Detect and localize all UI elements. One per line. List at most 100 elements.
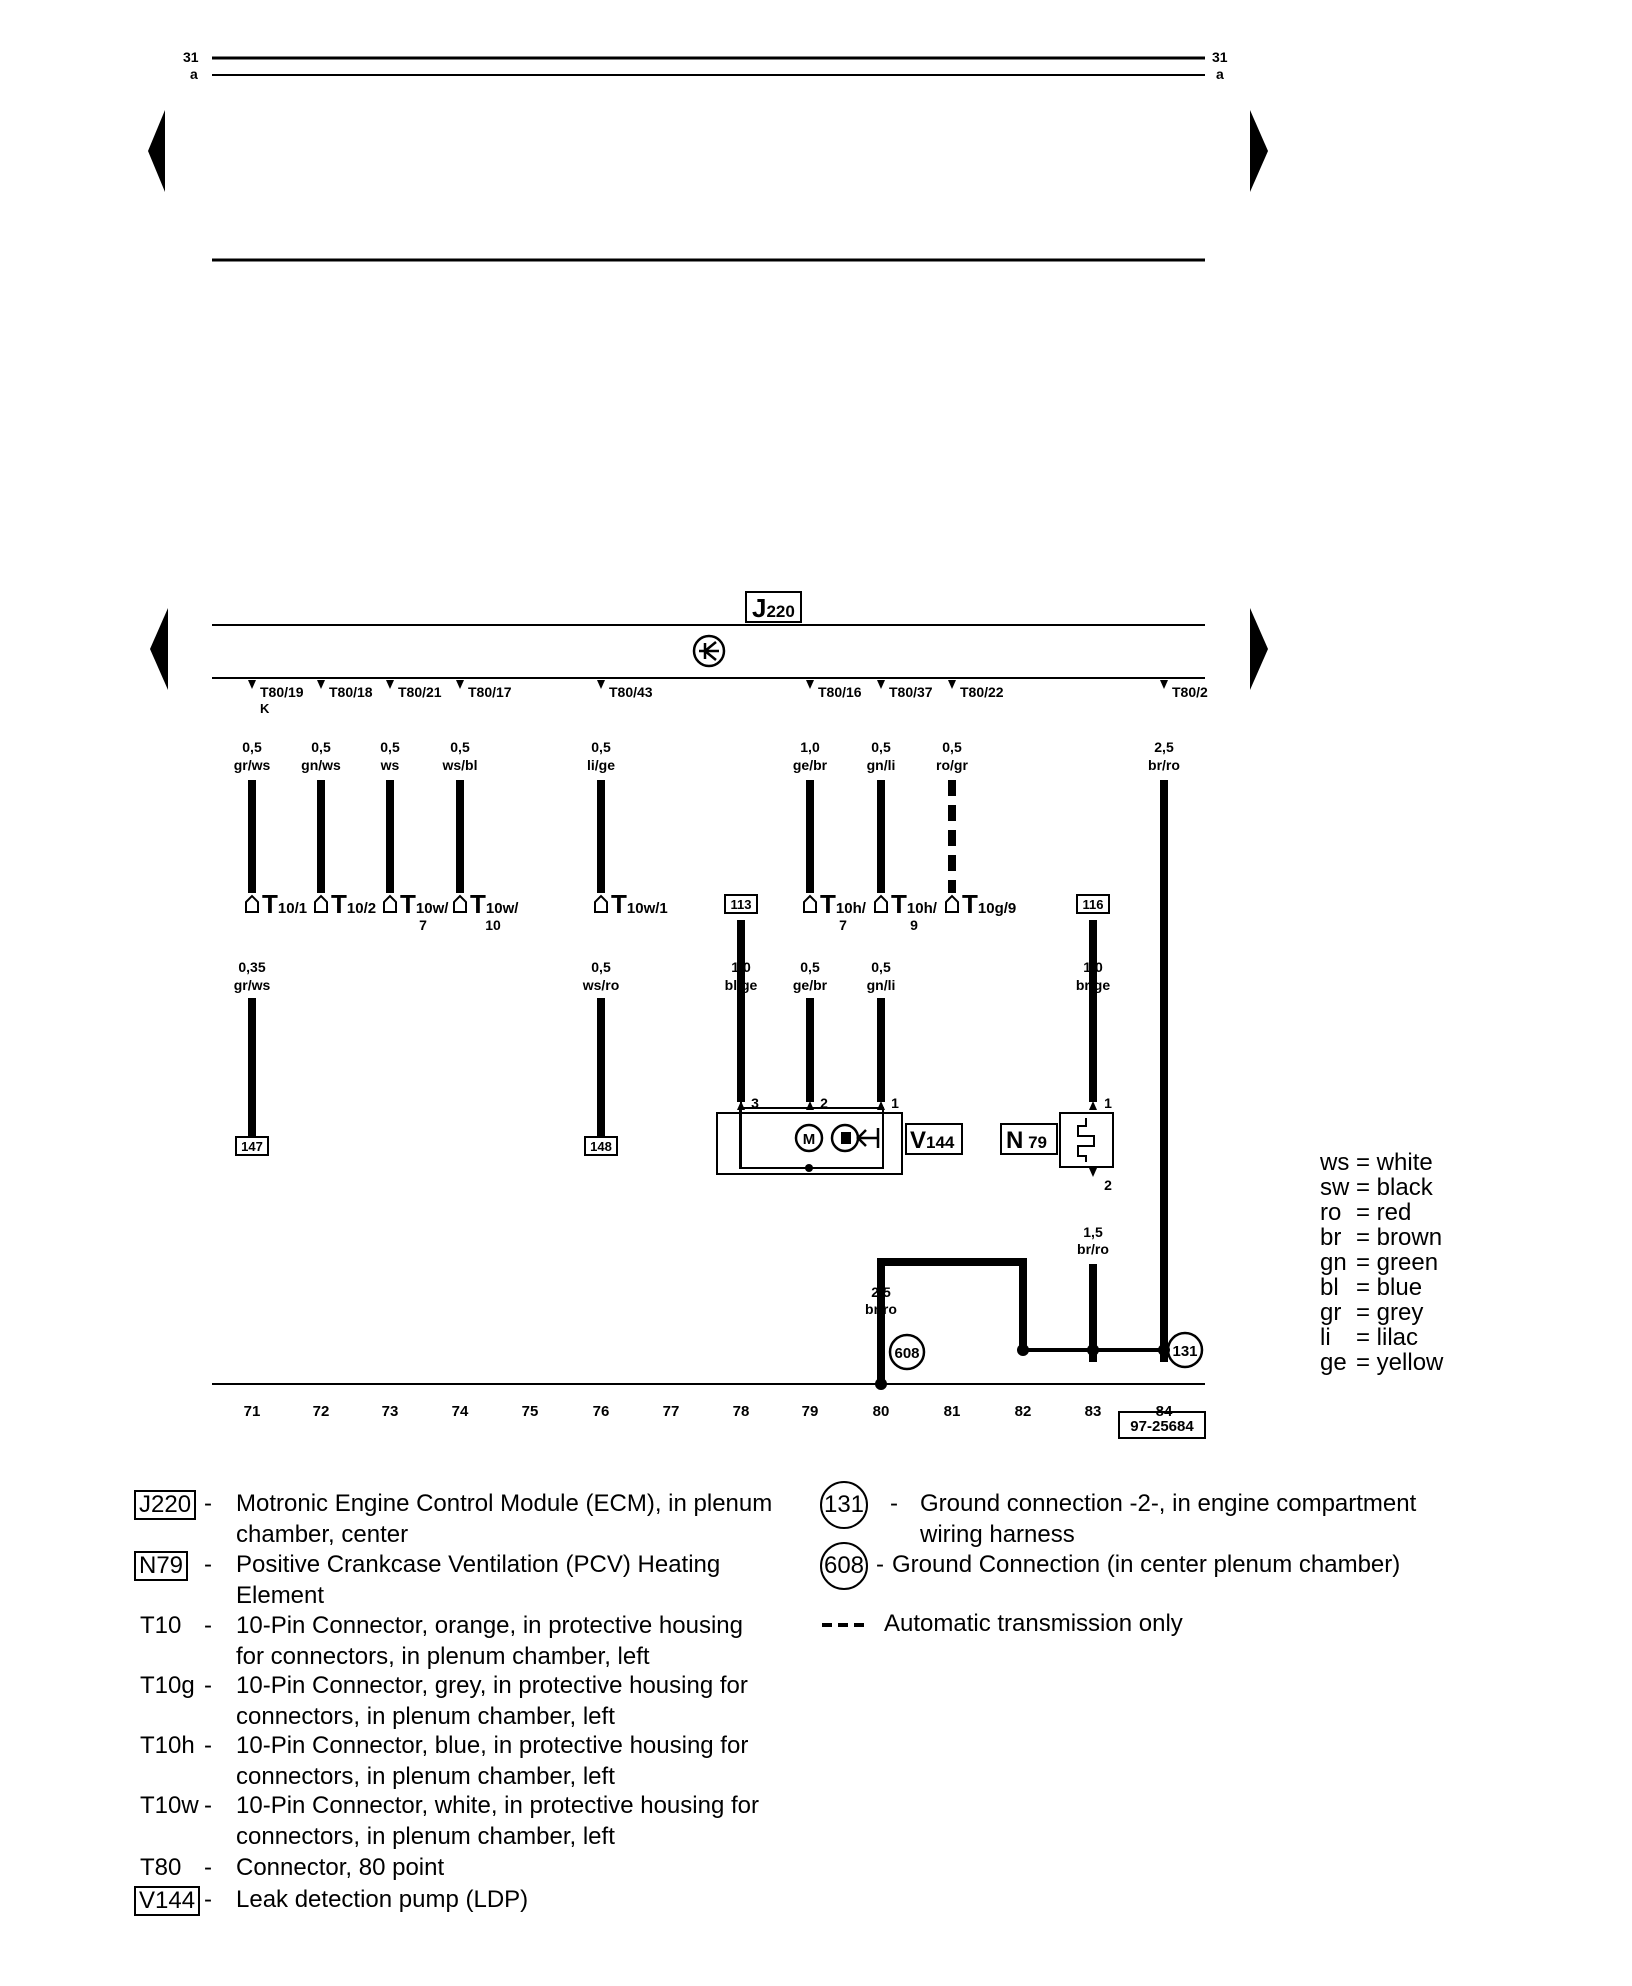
n79-pin-2: 2 xyxy=(1104,1177,1112,1193)
pin-76-connector: T10w/1 xyxy=(611,889,668,919)
legend-dash: - xyxy=(204,1551,212,1578)
pin-76-color-top: li/ge xyxy=(587,757,615,773)
connector-icon xyxy=(383,894,397,913)
column-number: 72 xyxy=(313,1403,330,1420)
pin-73-label: T80/21 xyxy=(398,684,442,700)
figure-id: 97-25684 xyxy=(1130,1418,1194,1435)
pin-81-gauge-top: 0,5 xyxy=(942,739,962,755)
pin-80-connector-sub: 9 xyxy=(910,917,918,933)
ref-113: 113 xyxy=(731,897,752,912)
ground-608-label: 608 xyxy=(894,1345,919,1362)
pin-74-gauge-top: 0,5 xyxy=(450,739,470,755)
legend-dash: - xyxy=(204,1732,212,1759)
j220-label-box xyxy=(745,591,802,623)
column-number: 81 xyxy=(944,1403,961,1420)
pin-71-connector: T10/1 xyxy=(262,889,307,919)
dashed-line-icon xyxy=(822,1623,870,1627)
prev-page-arrow xyxy=(148,110,165,192)
ground-131-label: 131 xyxy=(1172,1343,1197,1360)
n79-pin-1: 1 xyxy=(1104,1095,1112,1111)
legend-description: 10-Pin Connector, blue, in protective ho… xyxy=(236,1732,749,1790)
column-number: 71 xyxy=(244,1403,261,1420)
pin-84-gauge-top: 2,5 xyxy=(1154,739,1174,755)
color-abbr: gr xyxy=(1320,1299,1342,1326)
pin-81-color-top: ro/gr xyxy=(936,757,968,773)
pin-80-connector: T10h/ xyxy=(891,889,938,919)
legend-description: Motronic Engine Control Module (ECM), in… xyxy=(236,1490,773,1548)
n79-label: N 79 xyxy=(1006,1127,1047,1154)
n79-heater-symbol xyxy=(1077,1118,1095,1162)
color-abbr: sw xyxy=(1320,1174,1350,1201)
column-number: 78 xyxy=(733,1403,750,1420)
pin-76-label: T80/43 xyxy=(609,684,653,700)
v144-motor-label: M xyxy=(803,1131,816,1148)
color-code-row: ro= red xyxy=(1320,1200,1443,1225)
legend-dash: - xyxy=(204,1854,212,1881)
legend-dash: - xyxy=(876,1551,884,1578)
pin-71-gauge-bottom: 0,35 xyxy=(238,959,265,975)
color-name: = yellow xyxy=(1356,1349,1444,1376)
ground-legend-description: Ground connection -2-, in engine compart… xyxy=(920,1490,1417,1548)
color-abbr: br xyxy=(1320,1224,1342,1251)
figure-id-box xyxy=(1118,1411,1206,1439)
transistor-symbol xyxy=(692,634,726,668)
v144-housing xyxy=(716,1112,903,1175)
color-name: = black xyxy=(1356,1174,1433,1201)
connector-icon xyxy=(874,894,888,913)
pin-80-color-bottom: gn/li xyxy=(867,977,896,993)
ground-legend-code: 131 xyxy=(820,1481,868,1529)
pin-81-connector: T10g/9 xyxy=(962,889,1016,919)
color-code-row: ge= yellow xyxy=(1320,1350,1443,1375)
junction-dot xyxy=(875,1378,887,1390)
pin-76-ref: 148 xyxy=(590,1139,612,1154)
n79-housing xyxy=(1059,1112,1114,1168)
pin-74-connector: T10w/ xyxy=(470,889,519,919)
legend-description: Connector, 80 point xyxy=(236,1854,445,1881)
next-page-arrow xyxy=(1250,110,1268,192)
pin-76-gauge-bottom: 0,5 xyxy=(591,959,611,975)
wire-83-color: br/ge xyxy=(1076,977,1110,993)
pin-71-gauge-top: 0,5 xyxy=(242,739,262,755)
pin-76-color-bottom: ws/ro xyxy=(582,977,620,993)
ground-legend-description: Ground Connection (in center plenum cham… xyxy=(892,1551,1401,1578)
pin-71-label: T80/19 xyxy=(260,684,304,700)
pin-80-gauge-top: 0,5 xyxy=(871,739,891,755)
ground-legend-code: 608 xyxy=(820,1542,868,1590)
color-name: = grey xyxy=(1356,1299,1424,1326)
color-code-row: gn= green xyxy=(1320,1250,1443,1275)
pin-74-connector-sub: 10 xyxy=(485,917,501,933)
pin-79-gauge-bottom: 0,5 xyxy=(800,959,820,975)
ref-113-box xyxy=(724,894,758,914)
color-name: = white xyxy=(1356,1149,1433,1176)
pin-74-label: T80/17 xyxy=(468,684,512,700)
column-number: 75 xyxy=(522,1403,539,1420)
legend-code: T10g xyxy=(140,1672,195,1699)
pin-73-connector-sub: 7 xyxy=(419,917,427,933)
pin-79-color-top: ge/br xyxy=(793,757,828,773)
color-name: = blue xyxy=(1356,1274,1423,1301)
ground-wire xyxy=(877,1258,1027,1384)
legend-dash: - xyxy=(204,1612,212,1639)
legend-dash: - xyxy=(204,1672,212,1699)
v144-label: V144 xyxy=(910,1127,955,1154)
v144-pin-3: 3 xyxy=(751,1095,759,1111)
j220-label: J220 xyxy=(752,593,795,623)
pin-71-extra: K xyxy=(260,701,270,716)
pin-71-color-top: gr/ws xyxy=(234,757,271,773)
wire-83-gauge: 1,0 xyxy=(1083,959,1103,975)
connector-icon xyxy=(594,894,608,913)
prev-page-arrow-2 xyxy=(150,608,168,690)
ground-131-symbol xyxy=(1166,1331,1204,1369)
junction-dot xyxy=(1087,1344,1099,1356)
pin-84-color-top: br/ro xyxy=(1148,757,1180,773)
connector-icon xyxy=(453,894,467,913)
pin-71-color-bottom: gr/ws xyxy=(234,977,271,993)
v144-pin-2: 2 xyxy=(820,1095,828,1111)
pin-72-color-top: gn/ws xyxy=(301,757,341,773)
column-number: 80 xyxy=(873,1403,890,1420)
ground-wire-color: br/ro xyxy=(865,1301,897,1317)
color-abbr: ro xyxy=(1320,1199,1342,1226)
column-number: 82 xyxy=(1015,1403,1032,1420)
color-abbr: li xyxy=(1320,1324,1331,1351)
page-number-right: 31 xyxy=(1212,49,1228,65)
